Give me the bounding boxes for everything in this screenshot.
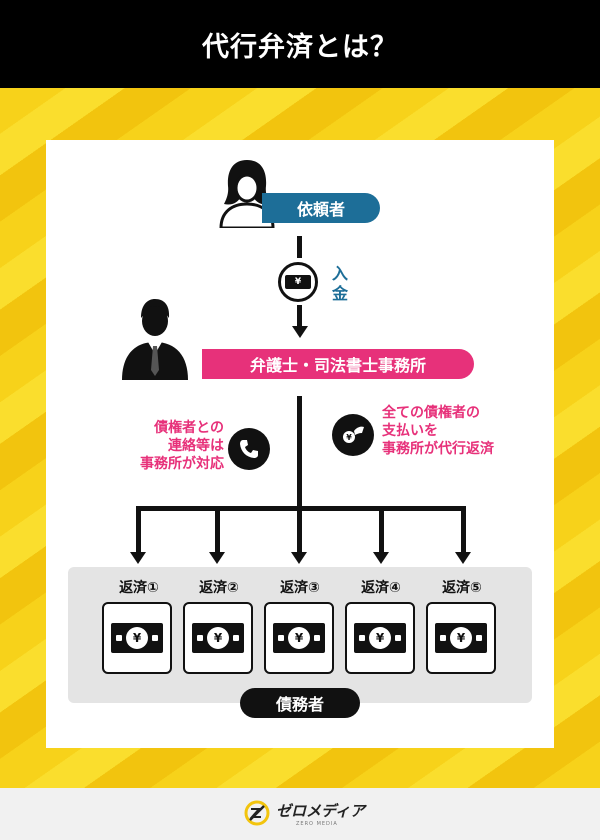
payment-label-5: 返済⑤: [442, 580, 482, 596]
arrow-down-icon: [291, 552, 307, 564]
branch-line-3: [297, 506, 302, 553]
payment-label-4: 返済④: [361, 580, 401, 596]
branch-line-2: [215, 506, 220, 553]
deposit-line-top: [297, 236, 302, 258]
logo-subtext: ZERO MEDIA: [296, 821, 338, 827]
page-title: 代行弁済とは？: [0, 0, 600, 88]
branch-line-5: [461, 506, 466, 553]
coin-hand-icon: ¥: [332, 414, 374, 456]
payment-label-2: 返済②: [199, 580, 239, 596]
yen-bill-icon: ¥: [111, 623, 163, 653]
payment-card: ¥: [426, 602, 496, 674]
arrow-down-icon: [130, 552, 146, 564]
logo-text: ゼロメディア: [276, 802, 365, 820]
payment-card: ¥: [264, 602, 334, 674]
yen-bill-icon: ¥: [192, 623, 244, 653]
arrow-down-icon: [373, 552, 389, 564]
trunk-line: [297, 396, 302, 508]
zero-media-logo-icon: [244, 800, 270, 826]
client-label: 依頼者: [262, 193, 380, 223]
arrow-down-icon: [455, 552, 471, 564]
deposit-label: 入 金: [331, 264, 348, 303]
male-businessman-icon: [122, 299, 188, 380]
payment-card: ¥: [183, 602, 253, 674]
phone-icon: [228, 428, 270, 470]
svg-text:¥: ¥: [346, 433, 352, 442]
office-label: 弁護士・司法書士事務所: [202, 349, 474, 379]
yen-bill-icon: ¥: [435, 623, 487, 653]
payment-label-3: 返済③: [280, 580, 320, 596]
debtor-label: 債務者: [240, 688, 360, 718]
arrow-down-icon: [209, 552, 225, 564]
left-note: 債権者との 連絡等は 事務所が対応: [140, 420, 224, 472]
yen-bill-icon: ¥: [273, 623, 325, 653]
payment-label-1: 返済①: [119, 580, 159, 596]
payment-card: ¥: [345, 602, 415, 674]
branch-line-1: [136, 506, 141, 553]
yen-bill-icon: ¥: [354, 623, 406, 653]
branch-line-4: [379, 506, 384, 553]
footer: [0, 788, 600, 840]
yen-bill-icon: ¥: [278, 262, 318, 302]
right-note: 全ての債権者の 支払いを 事務所が代行返済: [382, 405, 494, 457]
payment-card: ¥: [102, 602, 172, 674]
arrow-down-icon: [292, 326, 308, 338]
deposit-line-bottom: [297, 305, 302, 327]
